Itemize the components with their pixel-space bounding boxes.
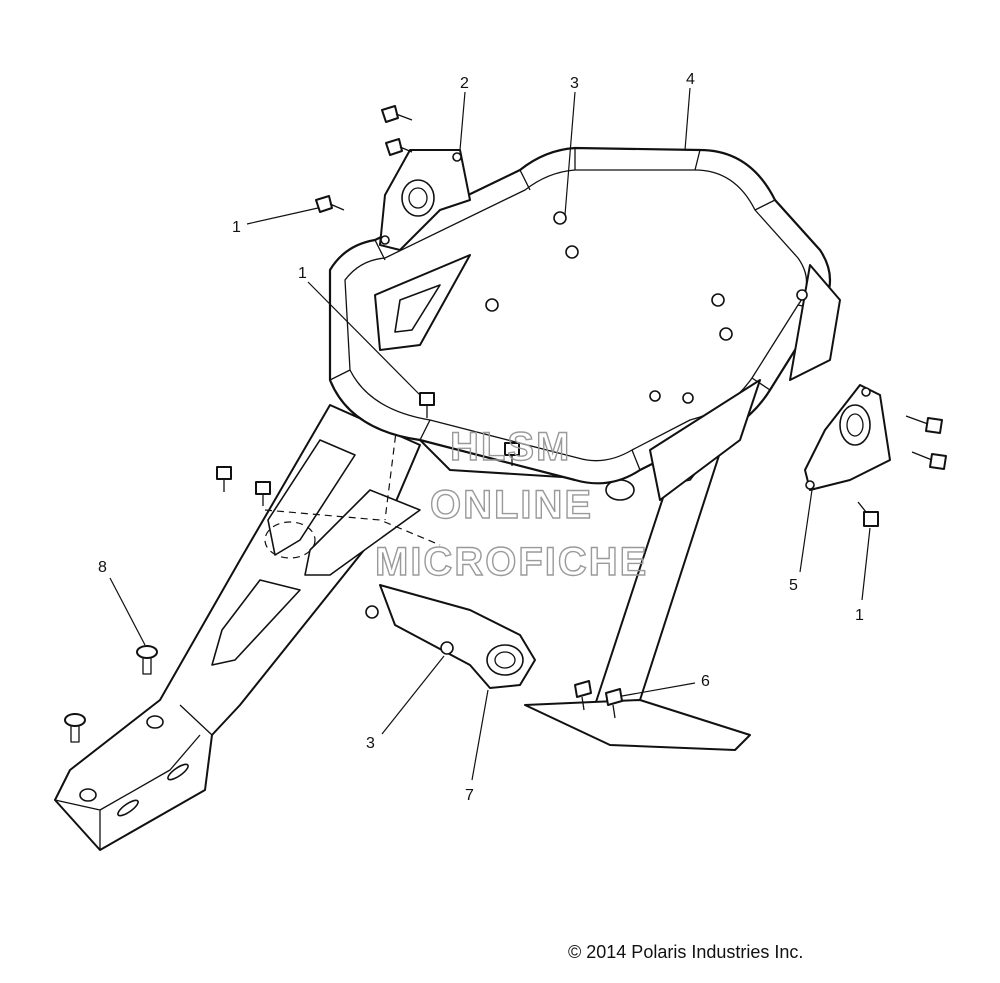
bolt-icon [504, 442, 520, 466]
screw-icon [136, 645, 158, 675]
callout-7: 7 [465, 787, 474, 804]
callout-1: 1 [298, 265, 307, 282]
bolt-icon [315, 195, 345, 213]
bolt-icon [419, 392, 435, 418]
svg-text:HLSM: HLSM [450, 425, 571, 469]
watermark: HLSM ONLINE MICROFICHE [374, 424, 648, 584]
bolt-icon [216, 466, 232, 492]
nut-icon [365, 605, 379, 619]
bolt-icon [574, 680, 592, 711]
bolt-icon [905, 415, 943, 434]
nut-group [485, 211, 808, 404]
screw-icon [64, 713, 86, 743]
callout-3: 3 [570, 75, 579, 92]
callout-1: 1 [855, 607, 864, 624]
callout-8: 8 [98, 559, 107, 576]
bolt-icon [255, 481, 271, 506]
callout-4: 4 [686, 71, 695, 88]
callout-5: 5 [789, 577, 798, 594]
bolt-group [64, 105, 947, 743]
bolt-icon [385, 138, 413, 156]
bracket-right [804, 384, 891, 491]
callout-6: 6 [701, 673, 710, 690]
callout-2: 2 [460, 75, 469, 92]
svg-text:MICROFICHE: MICROFICHE [375, 540, 648, 584]
callout-3: 3 [366, 735, 375, 752]
leader-lines [109, 87, 871, 781]
copyright-notice: © 2014 Polaris Industries Inc. [568, 942, 804, 962]
nut-icon [440, 641, 454, 655]
bolt-icon [381, 105, 413, 123]
bolt-icon [911, 451, 947, 470]
svg-text:ONLINE: ONLINE [430, 483, 593, 527]
bolt-icon [605, 688, 623, 719]
bracket-left [379, 149, 471, 251]
bolt-icon [857, 501, 879, 527]
callout-1: 1 [232, 219, 241, 236]
callouts: 1 2 3 4 1 8 5 1 6 3 7 [98, 71, 864, 804]
support-frame [54, 374, 751, 851]
rack-assembly [328, 146, 841, 501]
